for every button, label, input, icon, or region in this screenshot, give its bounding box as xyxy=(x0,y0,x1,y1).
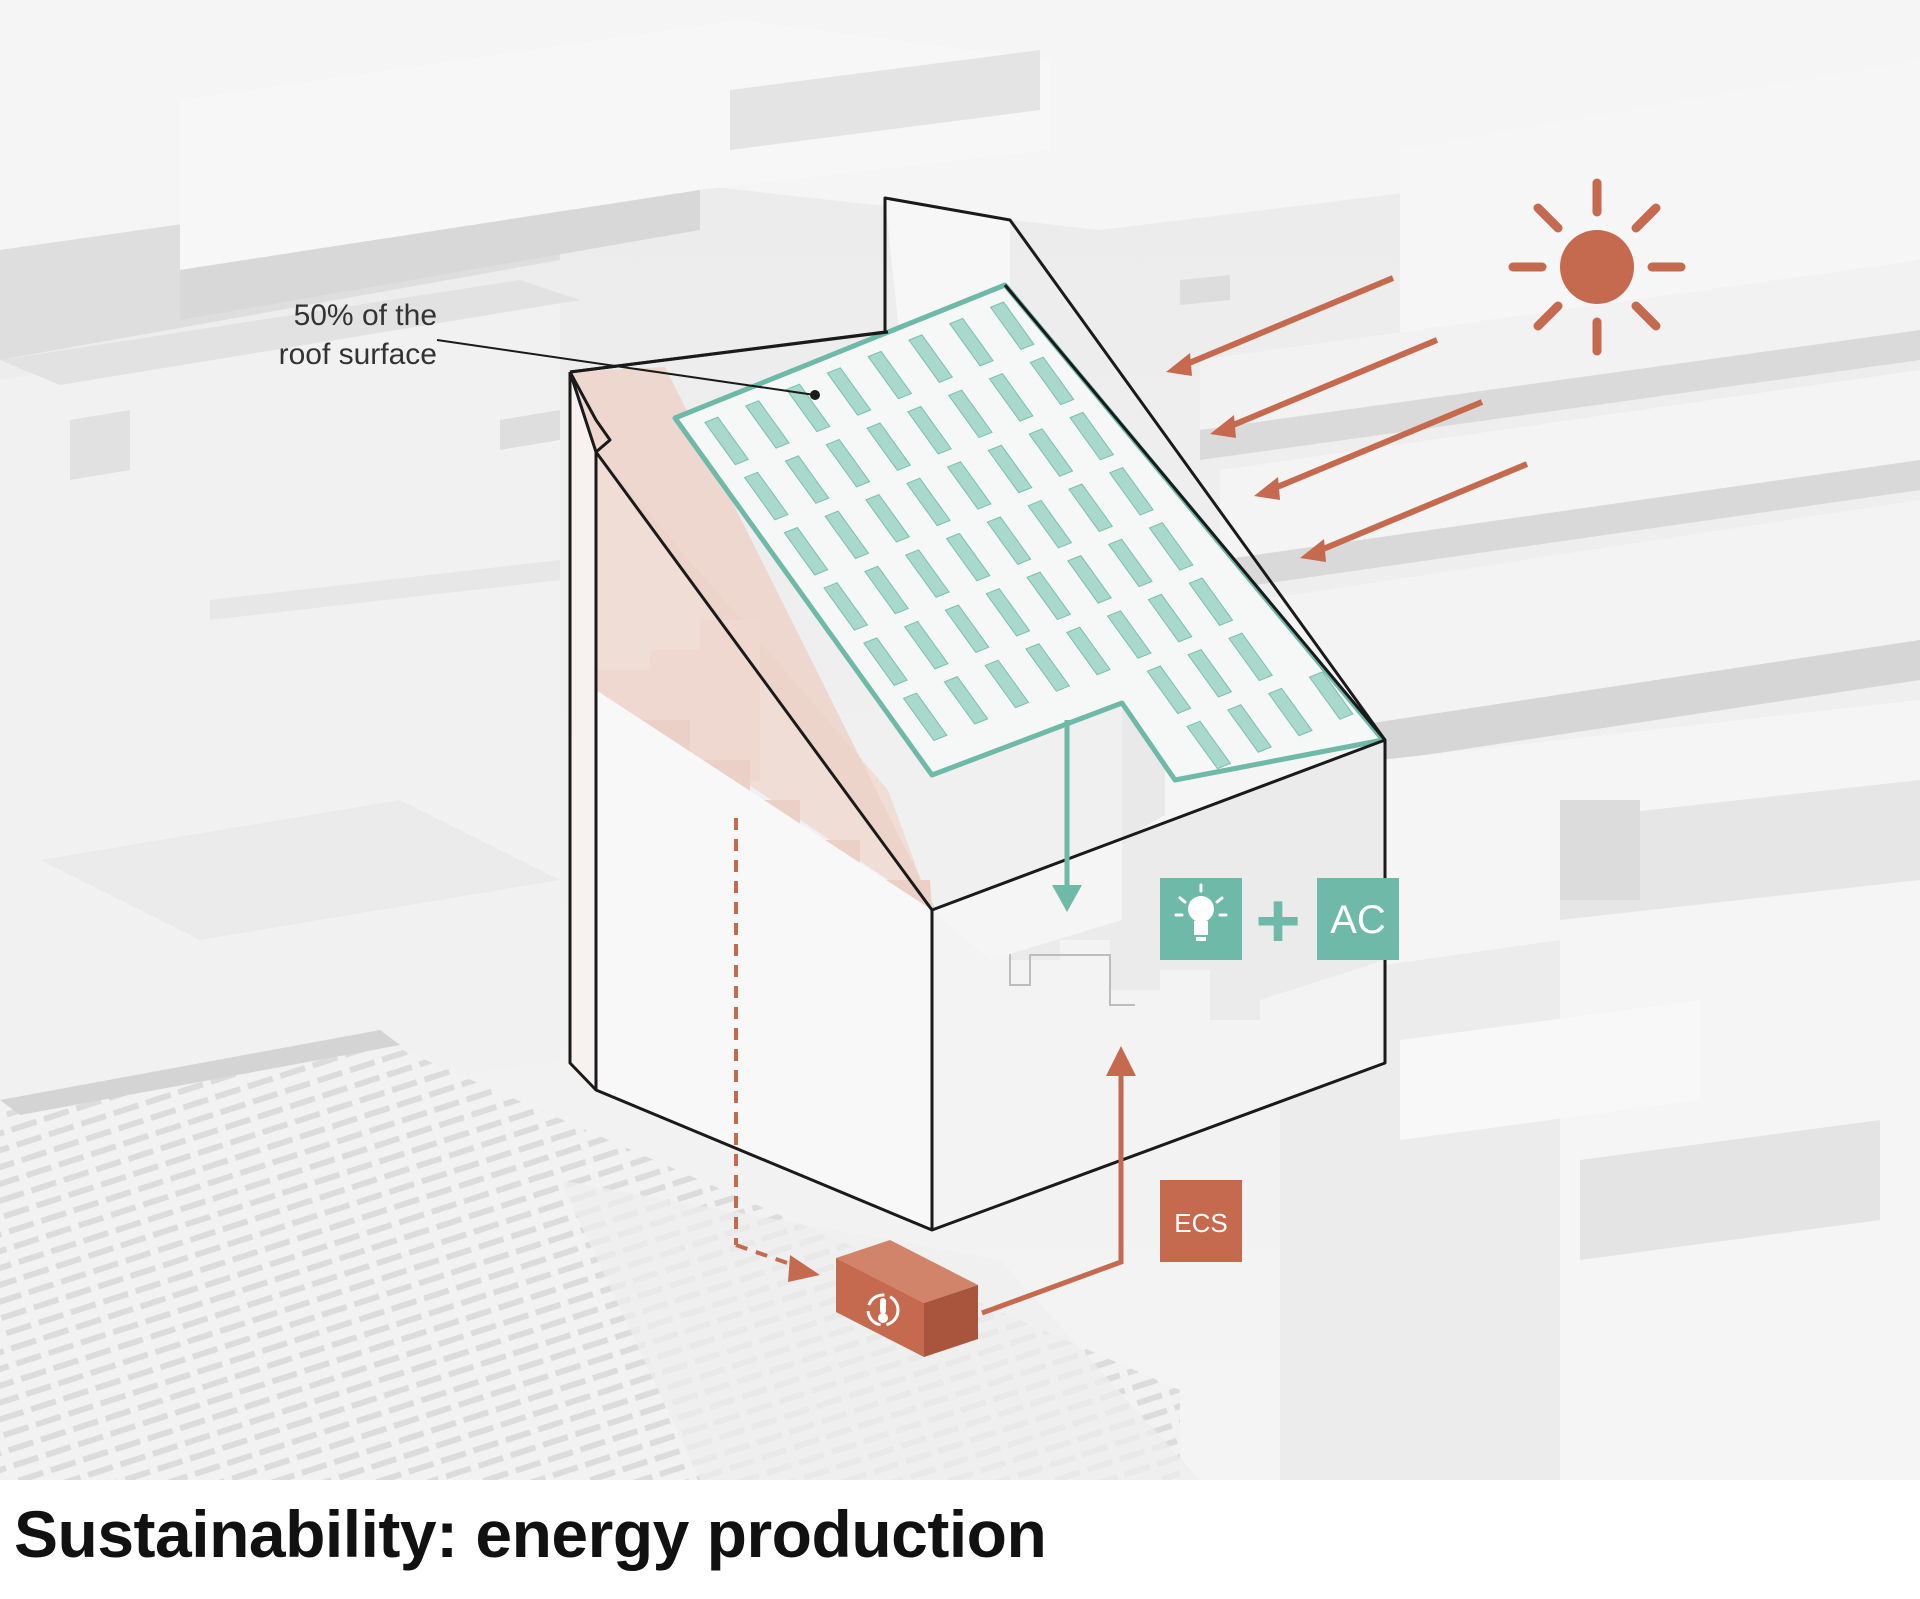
solar-panel xyxy=(984,659,1030,709)
solar-panel xyxy=(864,565,910,615)
solar-panel xyxy=(1026,571,1072,621)
lightbulb-icon xyxy=(1160,878,1242,960)
solar-panel xyxy=(784,455,830,504)
solar-panel-grid xyxy=(704,301,1354,770)
solar-panel xyxy=(905,477,951,527)
solar-panel xyxy=(823,582,869,631)
solar-panel xyxy=(863,637,908,686)
solar-panel xyxy=(907,405,952,455)
solar-panel xyxy=(946,461,992,510)
ecs-label: ECS xyxy=(1174,1208,1227,1238)
solar-panel xyxy=(1108,466,1154,516)
solar-panel xyxy=(1186,720,1232,770)
solar-panel xyxy=(783,526,829,576)
solar-panel xyxy=(1188,577,1234,626)
plus-sign: + xyxy=(1255,876,1301,964)
solar-panel xyxy=(1308,671,1354,720)
building-outline xyxy=(568,196,1387,1232)
solar-panel xyxy=(1267,687,1313,737)
ac-badge: AC xyxy=(1317,878,1399,960)
solar-panel xyxy=(826,367,872,416)
page-title: Sustainability: energy production xyxy=(14,1497,1047,1571)
solar-panel xyxy=(945,532,991,582)
solar-panel xyxy=(1025,643,1071,692)
heat-pump-unit xyxy=(836,1240,978,1357)
solar-panel xyxy=(1067,555,1112,604)
roof-annotation: 50% of the roof surface xyxy=(279,299,820,400)
solar-panel xyxy=(1027,499,1073,549)
solar-panel xyxy=(704,416,750,466)
solar-panel xyxy=(904,549,950,598)
solar-panel xyxy=(944,604,990,654)
solar-panel xyxy=(824,510,870,560)
solar-panel xyxy=(866,422,912,472)
solar-roof xyxy=(672,282,1386,783)
solar-panel xyxy=(943,676,989,725)
solar-panel xyxy=(1069,411,1115,461)
solar-panel xyxy=(985,587,1031,637)
ac-label: AC xyxy=(1330,898,1386,942)
solar-panel xyxy=(1228,632,1274,682)
solar-panel xyxy=(948,317,994,367)
solar-panel xyxy=(1028,428,1074,477)
solar-panel xyxy=(1107,538,1153,588)
sun-icon xyxy=(1508,178,1686,356)
solar-panel xyxy=(744,400,790,449)
heat-flow xyxy=(734,818,1136,1316)
solar-panel xyxy=(865,494,911,543)
solar-panel xyxy=(1227,704,1272,753)
thermometer-cycle-icon xyxy=(866,1293,900,1327)
solar-panel xyxy=(989,301,1035,351)
solar-panel xyxy=(1148,522,1194,571)
annotation-line-1: 50% of the xyxy=(294,299,437,332)
solar-panel xyxy=(785,383,831,433)
solar-panel xyxy=(1146,665,1192,715)
solar-panel xyxy=(1187,648,1233,698)
ecs-badge: ECS xyxy=(1160,1180,1242,1262)
solar-panel xyxy=(1106,610,1152,659)
solar-panel xyxy=(947,389,993,439)
solar-panel xyxy=(986,516,1032,565)
electric-flow xyxy=(1052,720,1082,912)
solar-panel xyxy=(908,334,954,383)
annotation-line-2: roof surface xyxy=(279,338,437,371)
solar-panel xyxy=(1147,593,1193,643)
solar-panel xyxy=(987,444,1033,494)
solar-panel xyxy=(903,620,949,670)
solar-panel xyxy=(825,438,871,488)
sunrays xyxy=(1166,275,1529,562)
diagram-stage: 50% of the roof surface xyxy=(0,0,1920,1480)
solar-panel xyxy=(743,471,789,521)
solar-panel xyxy=(902,692,948,742)
diagram-canvas: 50% of the roof surface xyxy=(0,0,1920,1480)
solar-panel xyxy=(988,373,1034,422)
solar-panel xyxy=(1068,483,1114,533)
solar-panel xyxy=(1065,626,1111,676)
solar-panel xyxy=(867,350,913,400)
solar-panel xyxy=(1029,356,1075,406)
